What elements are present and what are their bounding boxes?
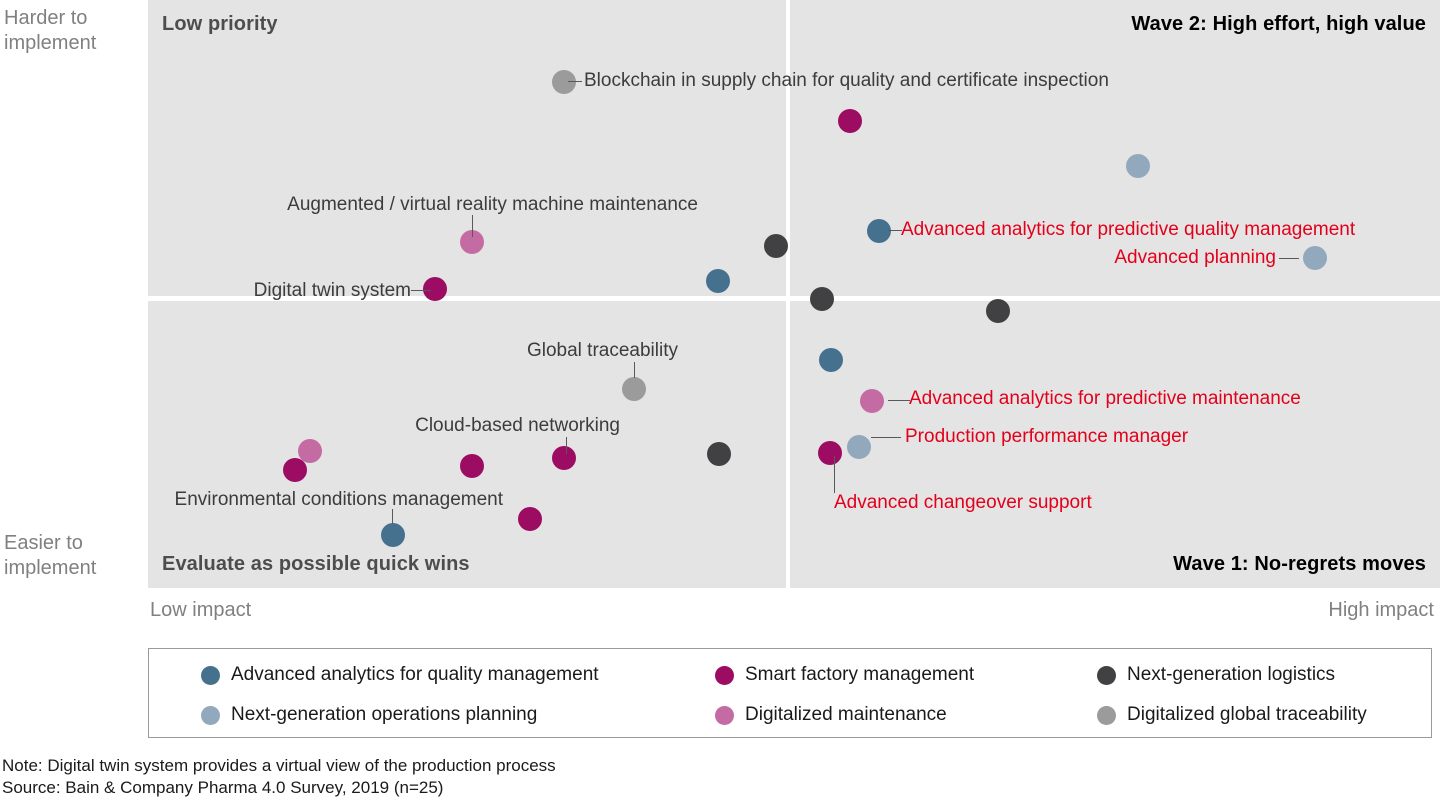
data-point-13[interactable]: [859, 389, 884, 414]
legend-color-swatch-4: [1097, 665, 1116, 685]
legend-item-1[interactable]: Next-generation operations planning: [201, 704, 537, 726]
data-point-8[interactable]: [705, 269, 730, 294]
legend-label-3: Digitalized maintenance: [745, 704, 947, 725]
data-point-17[interactable]: [460, 453, 485, 478]
data-point-5[interactable]: [867, 219, 892, 244]
data-point-2[interactable]: [1125, 153, 1150, 178]
legend-color-swatch-1: [201, 705, 220, 725]
legend-item-0[interactable]: Advanced analytics for quality managemen…: [201, 664, 599, 686]
leader-line-augmented-reality: [472, 215, 473, 237]
footnotes: Note: Digital twin system provides a vir…: [2, 755, 556, 799]
leader-line-blockchain: [568, 81, 582, 82]
annotation-advanced-changeover: Advanced changeover support: [834, 492, 1092, 513]
annotation-global-traceability: Global traceability: [526, 340, 678, 361]
legend-label-5: Digitalized global traceability: [1127, 704, 1367, 725]
leader-line-predictive-maintenance: [888, 400, 910, 401]
annotation-digital-twin: Digital twin system: [253, 280, 411, 301]
legend-label-0: Advanced analytics for quality managemen…: [231, 664, 599, 685]
data-point-11[interactable]: [621, 377, 646, 402]
y-axis-bottom-label: Easier to implement: [4, 532, 97, 579]
legend-label-1: Next-generation operations planning: [231, 704, 538, 725]
leader-line-advanced-planning: [1279, 258, 1299, 259]
legend-label-4: Next-generation logistics: [1127, 664, 1336, 685]
quadrant-label-wave-1: Wave 1: No-regrets moves: [1173, 553, 1426, 575]
y-axis-top-label: Harder to implement: [4, 7, 97, 54]
legend-item-5[interactable]: Digitalized global traceability: [1097, 704, 1367, 726]
data-point-12[interactable]: [819, 347, 844, 372]
annotation-production-performance: Production performance manager: [905, 426, 1189, 447]
legend-color-swatch-5: [1097, 705, 1116, 725]
data-point-18[interactable]: [707, 441, 732, 466]
data-point-1[interactable]: [837, 109, 862, 134]
annotation-predictive-quality: Advanced analytics for predictive qualit…: [901, 219, 1356, 240]
data-point-20[interactable]: [818, 440, 843, 465]
data-point-16[interactable]: [552, 446, 577, 471]
leader-line-predictive-quality: [888, 230, 902, 231]
scatter-plot-area: Low priority Wave 2: High effort, high v…: [148, 0, 1440, 588]
annotation-environmental-conditions: Environmental conditions management: [174, 489, 503, 510]
source-line: Source: Bain & Company Pharma 4.0 Survey…: [2, 778, 444, 797]
annotation-blockchain: Blockchain in supply chain for quality a…: [584, 70, 1109, 91]
legend: Advanced analytics for quality managemen…: [148, 648, 1432, 738]
leader-line-production-performance: [871, 437, 901, 438]
annotation-cloud-networking: Cloud-based networking: [415, 415, 620, 436]
data-point-15[interactable]: [283, 458, 308, 483]
leader-line-cloud-networking: [566, 437, 567, 454]
quadrant-label-wave-2: Wave 2: High effort, high value: [1131, 13, 1426, 35]
data-point-19[interactable]: [846, 434, 871, 459]
legend-label-2: Smart factory management: [745, 664, 975, 685]
quadrant-top-right: [790, 0, 1440, 296]
legend-item-4[interactable]: Next-generation logistics: [1097, 664, 1335, 686]
leader-line-advanced-changeover: [834, 456, 835, 493]
annotation-advanced-planning: Advanced planning: [1114, 247, 1276, 268]
leader-line-digital-twin: [411, 290, 431, 291]
quadrant-bottom-right: [790, 301, 1440, 588]
data-point-9[interactable]: [810, 287, 835, 312]
x-axis-right-label: High impact: [1328, 599, 1434, 621]
data-point-6[interactable]: [1302, 246, 1327, 271]
data-point-14[interactable]: [297, 438, 322, 463]
quadrant-label-low-priority: Low priority: [162, 13, 278, 35]
leader-line-global-traceability: [634, 362, 635, 378]
data-point-21[interactable]: [518, 506, 543, 531]
leader-line-environmental: [392, 509, 393, 524]
legend-color-swatch-2: [715, 665, 734, 685]
annotation-augmented-reality: Augmented / virtual reality machine main…: [287, 194, 698, 215]
data-point-4[interactable]: [763, 234, 788, 259]
data-point-10[interactable]: [986, 299, 1011, 324]
legend-color-swatch-0: [201, 665, 220, 685]
note-line: Note: Digital twin system provides a vir…: [2, 756, 556, 775]
quadrant-label-quick-wins: Evaluate as possible quick wins: [162, 553, 470, 575]
data-point-22[interactable]: [381, 523, 406, 548]
quadrant-bottom-left: [148, 301, 786, 588]
data-point-7[interactable]: [422, 276, 447, 301]
x-axis-left-label: Low impact: [150, 599, 252, 621]
annotation-predictive-maintenance: Advanced analytics for predictive mainte…: [909, 388, 1301, 409]
legend-item-2[interactable]: Smart factory management: [715, 664, 974, 686]
legend-item-3[interactable]: Digitalized maintenance: [715, 704, 947, 726]
legend-color-swatch-3: [715, 705, 734, 725]
